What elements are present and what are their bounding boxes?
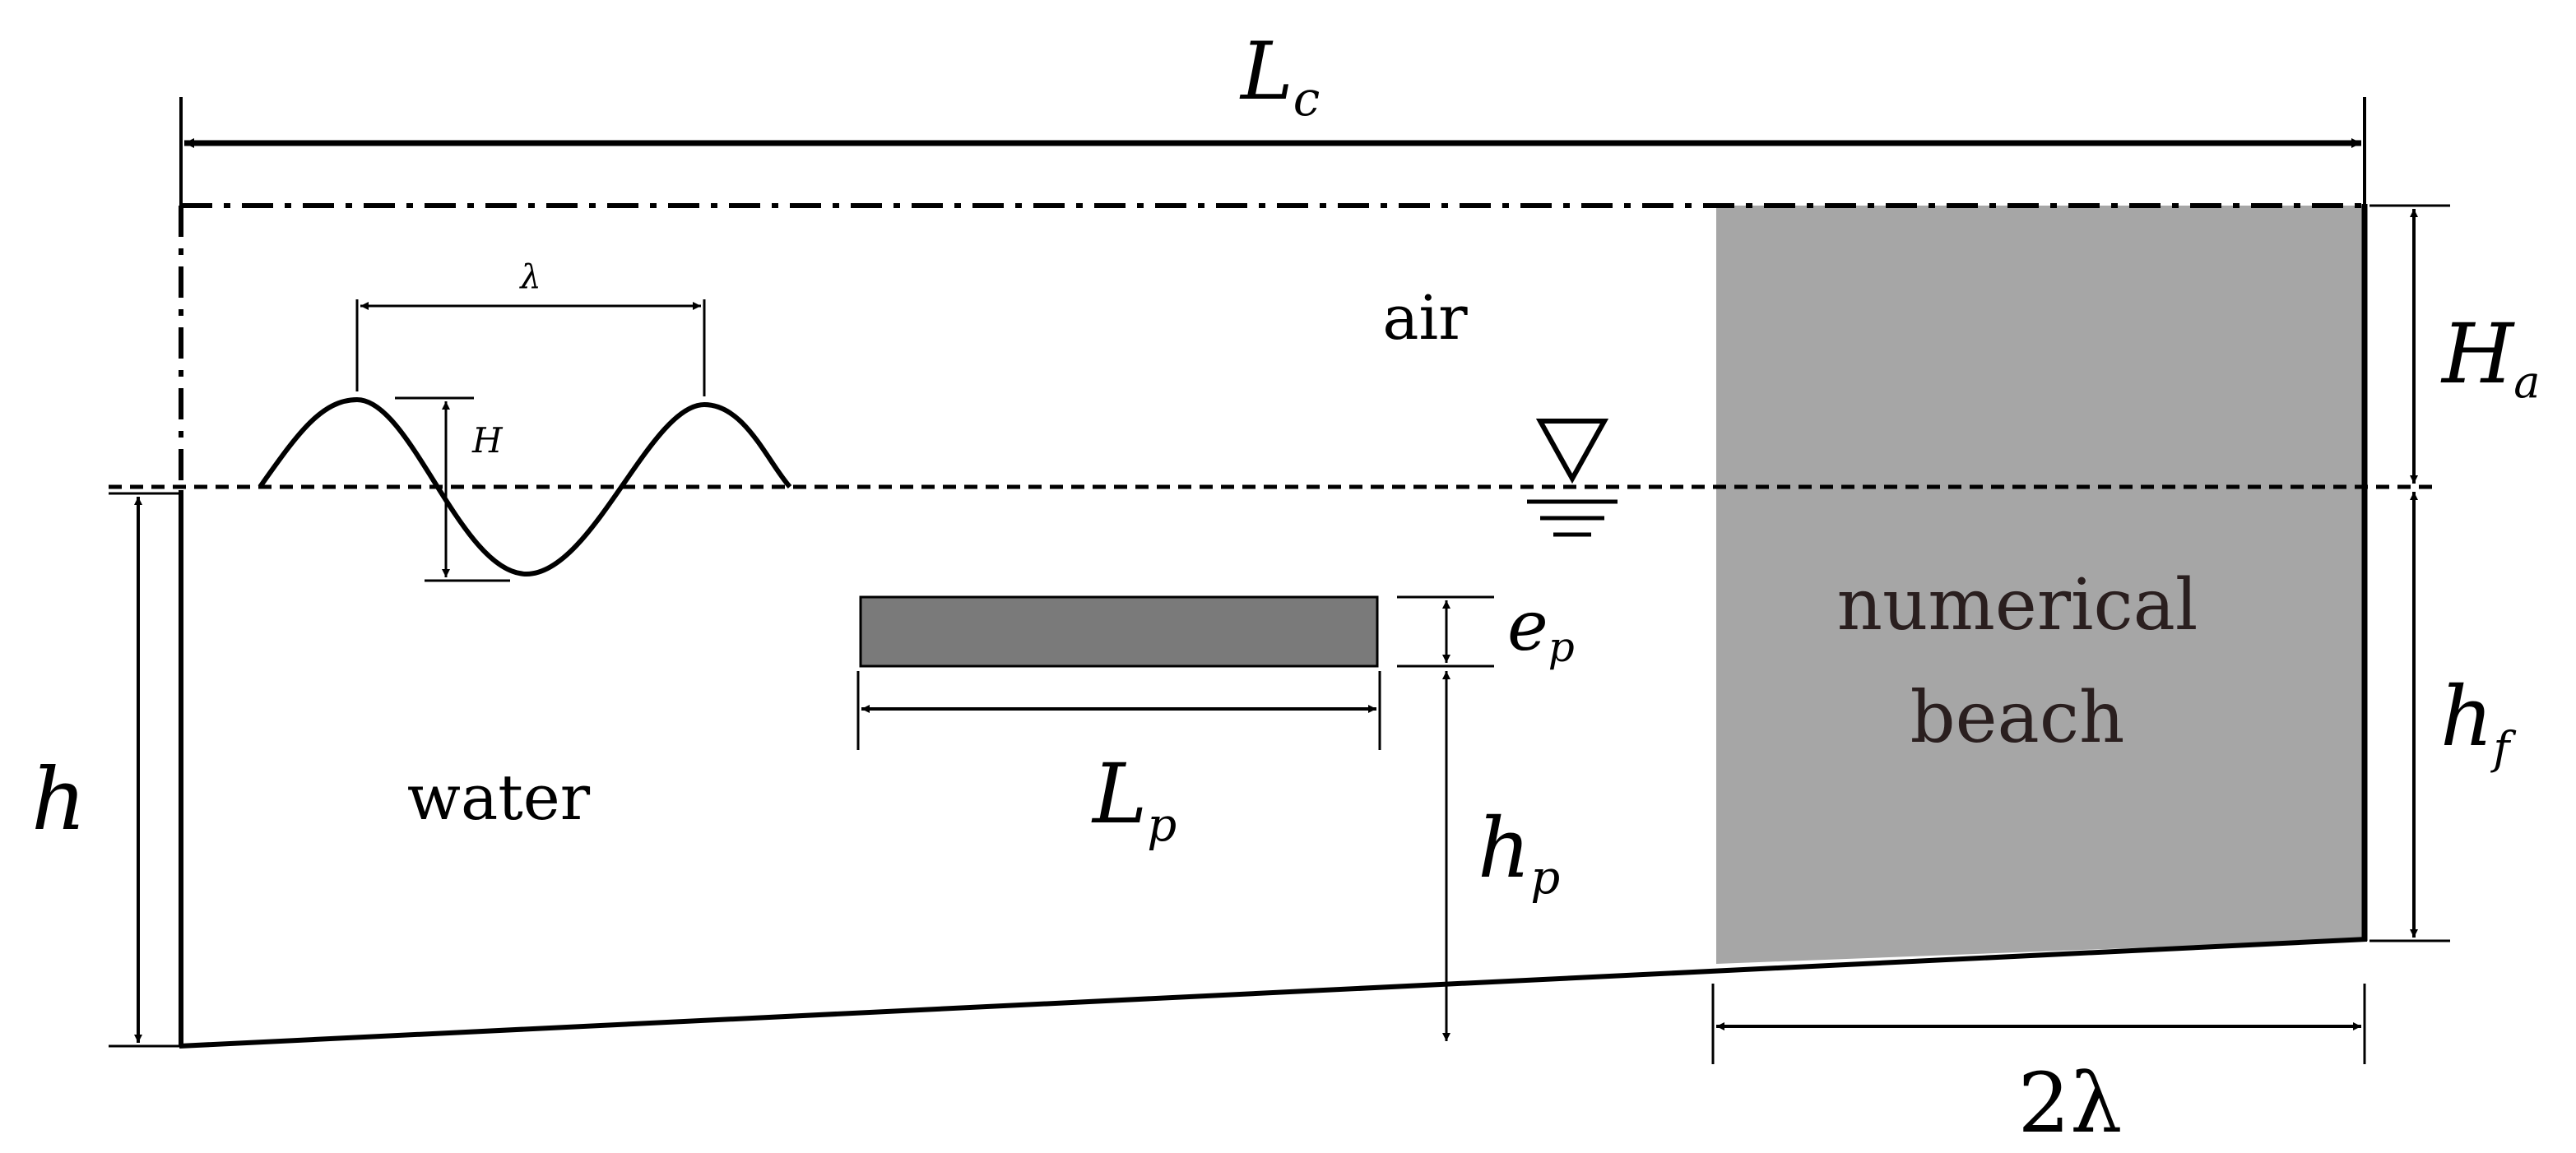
water-label: water	[407, 761, 591, 834]
plate-length-letter: L	[1091, 746, 1147, 842]
air-height-label: Ha	[2440, 306, 2540, 408]
sloped-bottom	[179, 937, 2368, 1049]
water-depth-label: h	[31, 749, 86, 850]
air-height-subscript: a	[2513, 356, 2540, 408]
beach-depth-label: hf	[2440, 669, 2516, 774]
wave-profile	[258, 396, 792, 577]
air-label: air	[1382, 283, 1468, 354]
channel-length-subscript: c	[1293, 71, 1320, 127]
plate-depth-subscript: p	[1530, 851, 1560, 905]
numerical-beach-label-line2: beach	[1910, 677, 2125, 759]
plate-thickness-label: ep	[1507, 586, 1575, 671]
plate-depth-letter: h	[1478, 800, 1530, 896]
plate-depth-label: hp	[1478, 800, 1560, 905]
numerical-beach-label-line1: numerical	[1837, 564, 2198, 646]
water-level-symbol	[1527, 419, 1618, 537]
plate-length-label: Lp	[1091, 746, 1177, 852]
submerged-plate	[859, 595, 1379, 668]
numerical-beach-region	[1716, 206, 2365, 964]
beach-length-label: 2λ	[2017, 1055, 2122, 1151]
wavelength-label: λ	[518, 258, 541, 296]
plate-length-subscript: p	[1147, 799, 1177, 852]
air-height-letter: H	[2440, 306, 2515, 402]
water-level-triangle-icon	[1535, 419, 1609, 484]
channel-length-label: Lc	[1239, 25, 1320, 127]
wave-height-label: H	[471, 420, 504, 461]
beach-depth-letter: h	[2440, 669, 2493, 765]
channel-length-letter: L	[1239, 25, 1293, 118]
beach-depth-subscript: f	[2490, 722, 2516, 774]
plate-thickness-subscript: p	[1548, 623, 1575, 671]
plate-thickness-letter: e	[1507, 586, 1548, 666]
